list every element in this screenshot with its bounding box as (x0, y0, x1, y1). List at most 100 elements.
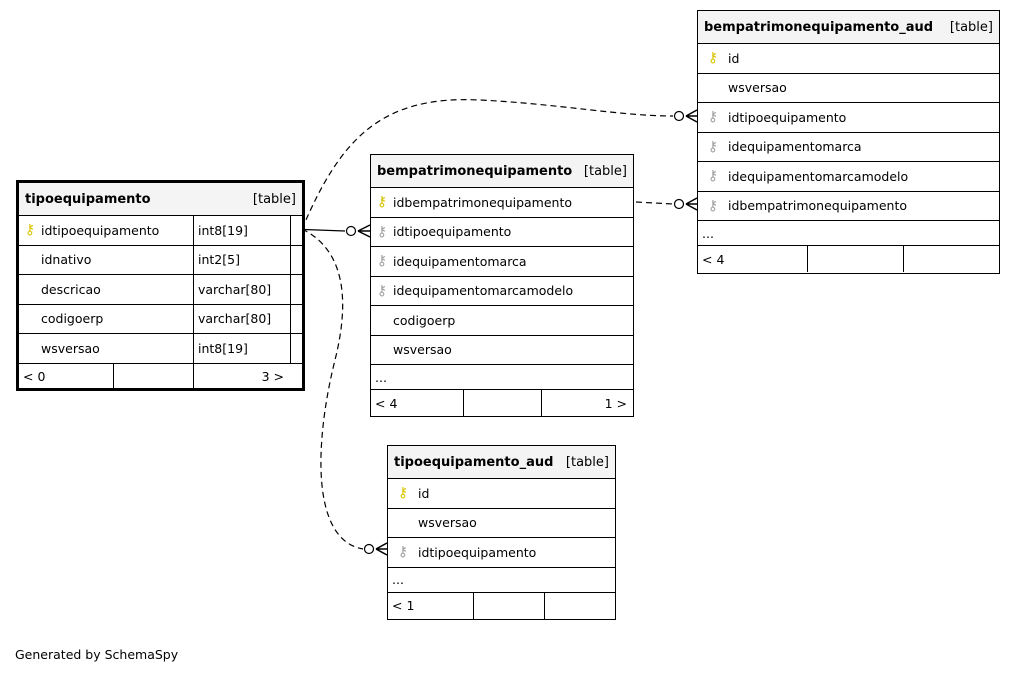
foreign-key-icon: ⚷ (707, 138, 719, 155)
parents-link[interactable]: < 4 (375, 395, 398, 411)
table-header[interactable]: bempatrimonequipamento [table] (371, 155, 633, 188)
more-columns: ... (698, 221, 999, 246)
column-row[interactable]: ⚷ idtipoequipamento (698, 103, 999, 133)
column-row[interactable]: codigoerp varchar[80] (19, 304, 302, 334)
table-header[interactable]: tipoequipamento [table] (19, 183, 302, 216)
column-row[interactable]: codigoerp (371, 306, 633, 336)
primary-key-icon: ⚷ (397, 485, 409, 502)
column-row[interactable]: ⚷ id (388, 479, 615, 509)
table-tipoequipamento-aud[interactable]: tipoequipamento_aud [table] ⚷ id wsversa… (387, 445, 616, 620)
column-row[interactable]: wsversao (388, 509, 615, 538)
column-name: wsversao (393, 342, 452, 358)
column-row[interactable]: ⚷ idtipoequipamento int8[19] (19, 216, 302, 246)
column-name: idequipamentomarca (393, 253, 527, 269)
column-row[interactable]: ⚷ idtipoequipamento (388, 538, 615, 568)
more-columns: ... (371, 365, 633, 390)
column-row[interactable]: ⚷ idequipamentomarcamodelo (698, 162, 999, 192)
table-name: bempatrimonequipamento_aud (704, 19, 934, 35)
table-header[interactable]: bempatrimonequipamento_aud [table] (698, 11, 999, 44)
table-name: tipoequipamento (25, 191, 151, 207)
primary-key-icon: ⚷ (24, 222, 36, 239)
table-header[interactable]: tipoequipamento_aud [table] (388, 446, 615, 479)
crows-foot (685, 197, 698, 211)
column-type: int8[19] (193, 216, 290, 245)
table-footer: < 4 1 > (371, 390, 633, 416)
table-kind: [table] (252, 191, 296, 207)
column-name: idnativo (41, 252, 92, 268)
column-row[interactable]: wsversao (698, 74, 999, 103)
column-row[interactable]: ⚷ idequipamentomarcamodelo (371, 277, 633, 306)
column-type: int2[5] (193, 245, 290, 274)
edge-tipoequipamento-to-bempatrimonequipamento-aud (301, 99, 674, 230)
foreign-key-icon: ⚷ (707, 197, 719, 214)
optional-marker (673, 110, 685, 122)
more-columns: ... (388, 568, 615, 593)
column-name: idequipamentomarcamodelo (728, 168, 909, 184)
column-name: idequipamentomarcamodelo (393, 283, 574, 299)
table-name: tipoequipamento_aud (394, 454, 554, 470)
table-footer: < 0 3 > (19, 363, 302, 390)
optional-marker (345, 225, 357, 237)
foreign-key-icon: ⚷ (376, 253, 388, 270)
column-row[interactable]: ⚷ idtipoequipamento (371, 218, 633, 247)
column-name: idbempatrimonequipamento (728, 198, 908, 214)
parents-link[interactable]: < 1 (392, 598, 415, 613)
column-row[interactable]: ⚷ idbempatrimonequipamento (371, 188, 633, 218)
children-link[interactable]: 3 > (193, 363, 290, 390)
column-row[interactable]: ⚷ idequipamentomarca (698, 133, 999, 162)
parents-link[interactable]: < 4 (702, 251, 725, 267)
column-row[interactable]: wsversao (371, 336, 633, 365)
column-row[interactable]: ⚷ idequipamentomarca (371, 247, 633, 277)
column-name: codigoerp (393, 312, 456, 328)
column-row[interactable]: descricao varchar[80] (19, 275, 302, 305)
table-kind: [table] (583, 163, 627, 179)
children-link[interactable] (903, 246, 999, 272)
table-footer: < 1 (388, 592, 615, 619)
primary-key-icon: ⚷ (376, 194, 388, 211)
children-link[interactable]: 1 > (541, 390, 633, 416)
column-name: wsversao (728, 80, 787, 96)
column-name: codigoerp (41, 311, 104, 327)
primary-key-icon: ⚷ (707, 50, 719, 67)
column-name: idtipoequipamento (728, 109, 847, 125)
column-name: wsversao (41, 340, 100, 356)
edge-bempatrimonequipamento-to-bempatrimonequipamento-aud (635, 201, 674, 205)
table-tipoequipamento[interactable]: tipoequipamento [table] ⚷ idtipoequipame… (16, 180, 305, 391)
column-name: idtipoequipamento (418, 544, 537, 560)
table-name: bempatrimonequipamento (377, 163, 573, 179)
foreign-key-icon: ⚷ (397, 544, 409, 561)
column-row[interactable]: wsversao int8[19] (19, 334, 302, 364)
column-name: id (418, 485, 430, 501)
column-name: idtipoequipamento (41, 222, 160, 238)
generated-by-label: Generated by SchemaSpy (15, 647, 179, 662)
column-type: varchar[80] (193, 275, 290, 304)
column-row[interactable]: idnativo int2[5] (19, 245, 302, 275)
table-kind: [table] (949, 19, 993, 35)
column-name: wsversao (418, 515, 477, 531)
children-link[interactable] (544, 592, 615, 619)
optional-marker (363, 543, 375, 555)
table-bempatrimonequipamento[interactable]: bempatrimonequipamento [table] ⚷ idbempa… (370, 154, 634, 417)
table-kind: [table] (565, 454, 609, 470)
crows-foot (685, 109, 698, 123)
column-name: descricao (41, 281, 101, 297)
column-name: id (728, 50, 740, 66)
column-row[interactable]: ⚷ idbempatrimonequipamento (698, 192, 999, 221)
parents-link[interactable]: < 0 (23, 369, 46, 384)
optional-marker (673, 198, 685, 210)
column-name: idtipoequipamento (393, 224, 512, 240)
foreign-key-icon: ⚷ (707, 109, 719, 126)
column-name: idbempatrimonequipamento (393, 194, 573, 210)
foreign-key-icon: ⚷ (707, 168, 719, 185)
table-footer: < 4 (698, 246, 999, 272)
edge-tipoequipamento-to-tipoequipamento-aud (301, 228, 364, 550)
table-bempatrimonequipamento-aud[interactable]: bempatrimonequipamento_aud [table] ⚷ id … (697, 10, 1000, 274)
column-type: varchar[80] (193, 304, 290, 333)
column-type: int8[19] (193, 334, 290, 363)
crows-foot (357, 224, 371, 238)
foreign-key-icon: ⚷ (376, 223, 388, 240)
column-name: idequipamentomarca (728, 139, 862, 155)
crows-foot (375, 542, 388, 556)
column-row[interactable]: ⚷ id (698, 44, 999, 74)
